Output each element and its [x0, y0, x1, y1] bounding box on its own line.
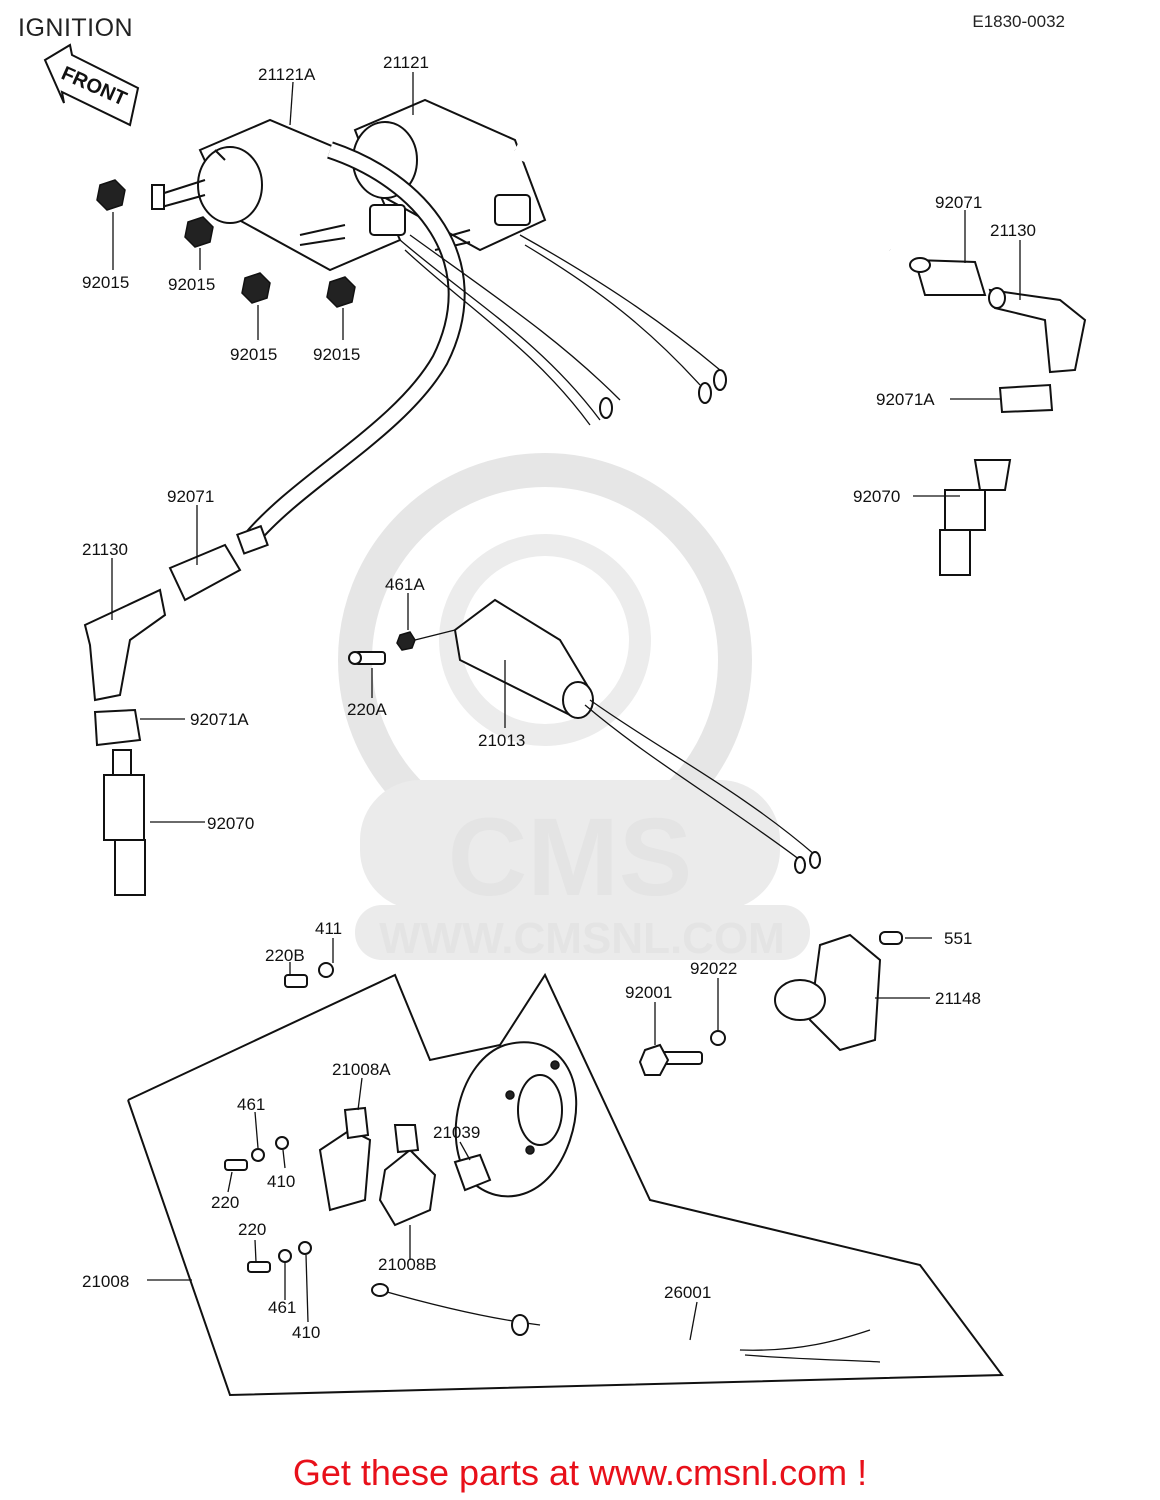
felt-21039 — [453, 1153, 492, 1192]
leader-lines — [111, 72, 1021, 1341]
diagram-code: E1830-0032 — [972, 12, 1065, 31]
part-label[interactable]: 21130 — [82, 540, 128, 559]
watermark-url: WWW.CMSNL.COM — [379, 914, 785, 963]
part-label[interactable]: 92001 — [625, 983, 672, 1002]
part-label[interactable]: 21148 — [935, 989, 981, 1008]
part-labels: 21121A 21121 92015 92015 92015 92015 920… — [82, 53, 1036, 1342]
part-label[interactable]: 220 — [238, 1220, 266, 1239]
part-label[interactable]: 21013 — [478, 731, 525, 750]
part-label[interactable]: 92071 — [935, 193, 982, 212]
part-label[interactable]: 220 — [211, 1193, 239, 1212]
footer-link[interactable]: Get these parts at www.cmsnl.com ! — [292, 1452, 868, 1493]
part-label[interactable]: 92070 — [207, 814, 254, 833]
front-arrow: FRONT — [43, 43, 140, 127]
plug-cap-right — [909, 257, 1087, 576]
part-label[interactable]: 410 — [267, 1172, 295, 1191]
coil-wires — [399, 234, 727, 426]
part-label[interactable]: 21008B — [378, 1255, 437, 1274]
watermark: CMS WWW.CMSNL.COM — [338, 453, 810, 963]
part-label[interactable]: 21008A — [332, 1060, 391, 1079]
part-label[interactable]: 461 — [268, 1298, 296, 1317]
part-label[interactable]: 21039 — [433, 1123, 480, 1142]
part-label[interactable]: 92015 — [168, 275, 215, 294]
contact-points-21008A — [318, 1106, 372, 1212]
plug-cap-left — [83, 524, 269, 896]
part-label[interactable]: 92070 — [853, 487, 900, 506]
contact-breaker-assembly-frame — [127, 972, 1004, 1397]
part-label[interactable]: 92071 — [167, 487, 214, 506]
contact-points-21008B — [378, 1124, 437, 1227]
part-label[interactable]: 92071A — [876, 390, 935, 409]
part-label[interactable]: 220A — [347, 700, 387, 719]
part-label[interactable]: 92022 — [690, 959, 737, 978]
part-label[interactable]: 26001 — [664, 1283, 711, 1302]
part-label[interactable]: 21121 — [383, 53, 429, 72]
part-label[interactable]: 92071A — [190, 710, 249, 729]
page-title: IGNITION — [18, 14, 134, 42]
part-label[interactable]: 220B — [265, 946, 305, 965]
part-label[interactable]: 21121A — [258, 65, 316, 84]
part-label[interactable]: 92015 — [230, 345, 277, 364]
nut-92015-group — [96, 179, 356, 308]
condenser-21013 — [348, 598, 821, 874]
assembly-fasteners — [224, 962, 334, 1273]
part-label[interactable]: 461A — [385, 575, 425, 594]
watermark-brand: CMS — [448, 796, 692, 919]
part-label[interactable]: 92015 — [313, 345, 360, 364]
advancer-housing-21148 — [638, 931, 903, 1076]
lead-wire-26001 — [371, 1283, 881, 1363]
ht-lead-left — [243, 141, 466, 546]
ht-lead-right — [512, 143, 892, 257]
part-label[interactable]: 410 — [292, 1323, 320, 1342]
part-label[interactable]: 21008 — [82, 1272, 129, 1291]
part-label[interactable]: 21130 — [990, 221, 1036, 240]
breaker-plate — [454, 1041, 578, 1198]
part-label[interactable]: 411 — [315, 919, 342, 938]
part-label[interactable]: 92015 — [82, 273, 129, 292]
part-label[interactable]: 551 — [944, 929, 972, 948]
part-label[interactable]: 461 — [237, 1095, 265, 1114]
